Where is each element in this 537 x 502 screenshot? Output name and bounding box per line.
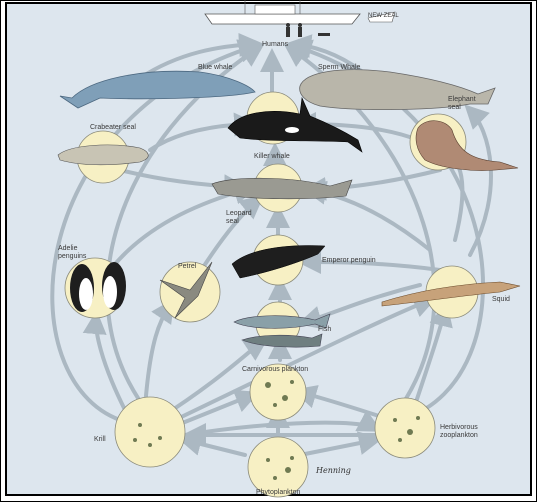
label-leopard-seal: Leopard seal [226,210,252,226]
label-adelie-penguins: Adelie penguins [58,245,86,261]
phytoplankton-circle [248,437,308,497]
label-humans: Humans [262,41,288,49]
label-emperor-penguin: Emperor penguin [322,257,376,265]
label-blue-whale: Blue whale [198,64,232,72]
label-petrel: Petrel [178,263,196,271]
label-killer-whale: Killer whale [254,153,290,161]
label-carnivorous-plankton: Carnivorous plankton [242,366,308,374]
killer-whale-patch [285,127,299,133]
adelie-penguin-left-belly [79,278,93,310]
krill-circle [115,397,185,467]
label-squid: Squid [492,296,510,304]
label-krill: Krill [94,436,106,444]
label-fish: Fish [318,326,331,334]
label-elephant-seal: Elephant seal [448,96,476,112]
label-phytoplankton: Phytoplankton [256,489,300,497]
label-crabeater-seal: Crabeater seal [90,124,136,132]
artist-signature: Henning [316,466,351,475]
label-sperm-whale: Sperm Whale [318,64,360,72]
ship-name: NEW ZEAL [368,12,399,20]
label-herbivorous-zooplankton: Herbivorous zooplankton [440,424,478,440]
herbivorous-zooplankton-circle [375,398,435,458]
adelie-penguin-right-belly [103,276,117,308]
